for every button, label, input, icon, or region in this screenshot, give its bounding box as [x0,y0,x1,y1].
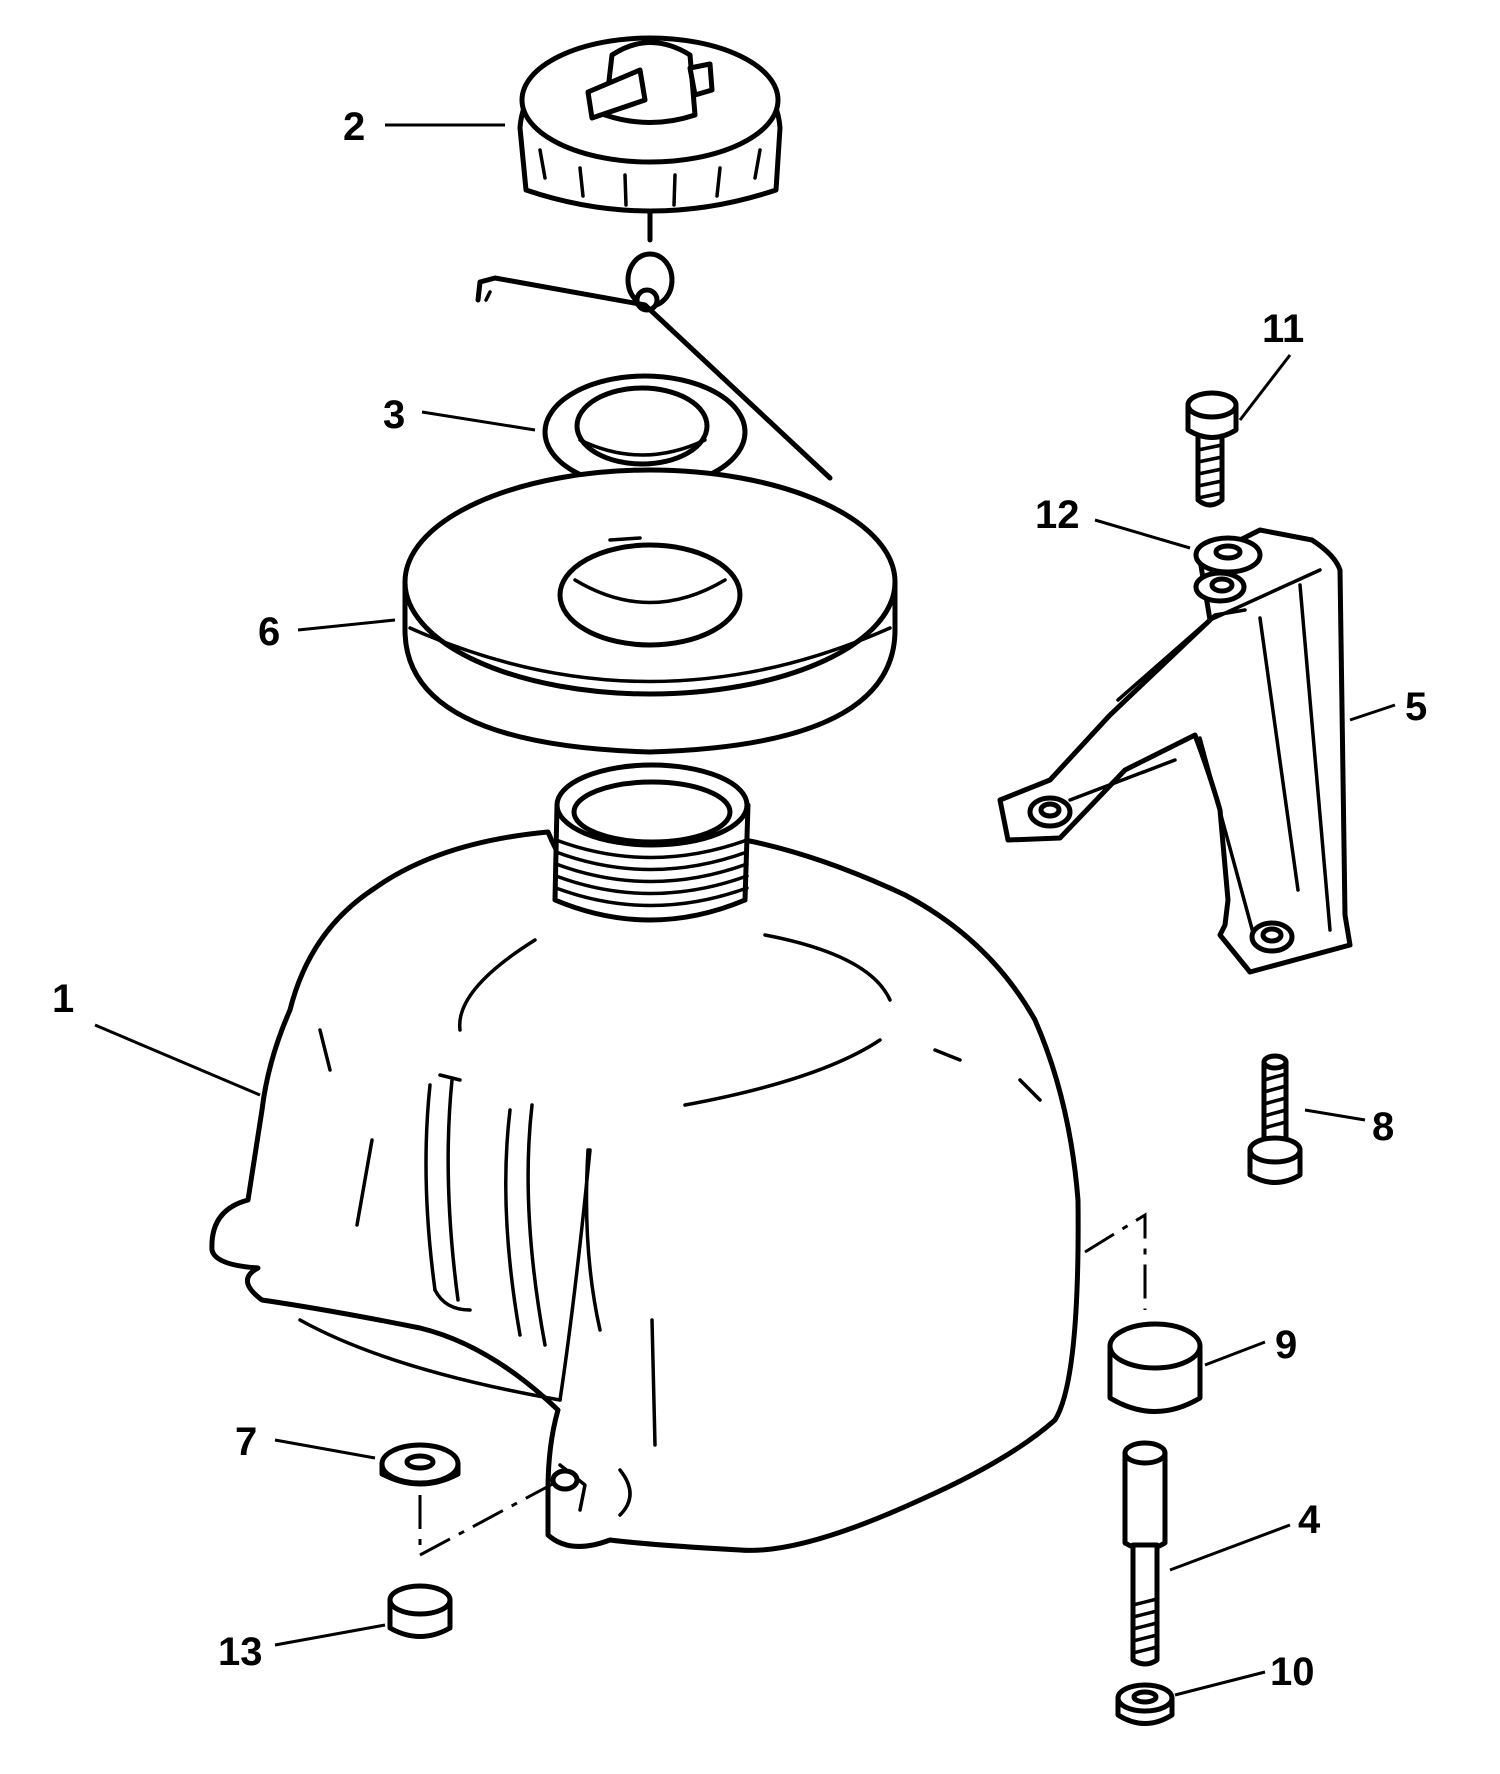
cap-retainer-wire [475,275,833,481]
callout-7: 7 [235,1420,257,1464]
callout-9: 9 [1275,1323,1297,1367]
leader-lines [94,123,1396,1697]
callout-12: 12 [1035,493,1080,537]
callout-3: 3 [383,393,405,437]
callout-8: 8 [1372,1105,1394,1149]
callout-4: 4 [1298,1498,1321,1542]
callout-1: 1 [52,977,74,1021]
callout-6: 6 [258,610,280,654]
callout-labels: 2 3 6 1 11 12 5 8 9 4 10 7 13 [52,105,1427,1694]
part-fuel-tank [209,762,1081,1553]
part-nut [1115,1682,1175,1726]
part-screw [1247,1053,1303,1185]
part-fuel-cap [517,35,783,313]
part-bolt-upper [1185,390,1239,508]
part-grommet [1107,1321,1203,1414]
part-bumper [387,1583,453,1639]
callout-10: 10 [1270,1650,1315,1694]
part-foam-pad [402,467,898,755]
part-shoulder-screw [1122,1440,1168,1667]
callout-5: 5 [1405,685,1427,729]
part-washer-lower [379,1442,461,1487]
part-mounting-bracket [997,527,1353,975]
assembly-lines [418,1212,1147,1558]
callout-11: 11 [1262,307,1304,351]
callout-13: 13 [218,1630,263,1674]
callout-2: 2 [343,105,365,149]
part-washer-upper [1193,535,1263,575]
